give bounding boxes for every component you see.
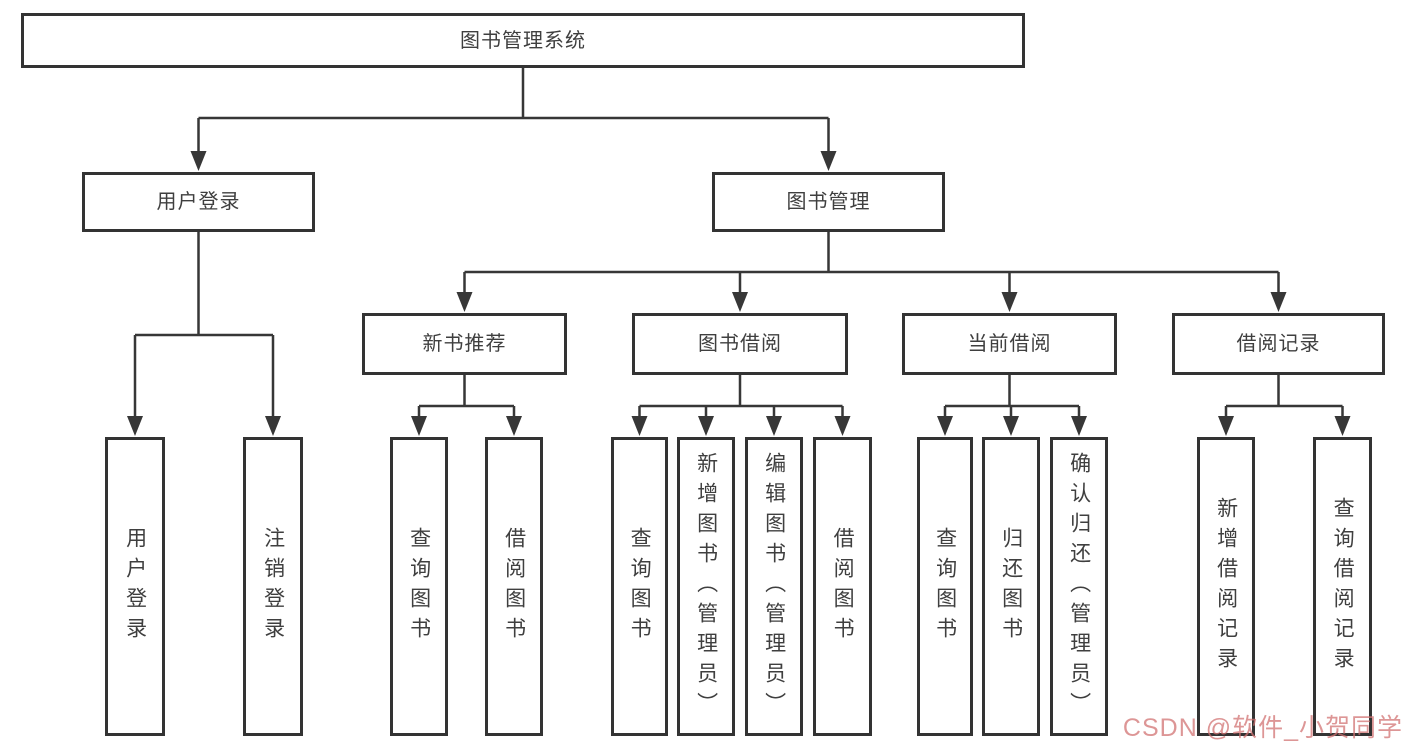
- node-book-borrow: 图书借阅: [632, 313, 848, 375]
- leaf-confirm-return-admin: 确认归还（管理员）: [1050, 437, 1108, 736]
- leaf-edit-books-admin: 编辑图书（管理员）: [745, 437, 803, 736]
- csdn-watermark: CSDN @软件_小贺同学: [1122, 714, 1403, 742]
- node-borrow-records: 借阅记录: [1172, 313, 1385, 375]
- node-book-management: 图书管理: [712, 172, 945, 232]
- leaf-borrow-books-1: 借阅图书: [485, 437, 543, 736]
- leaf-logout: 注销登录: [243, 437, 303, 736]
- leaf-query-borrow-record: 查询借阅记录: [1313, 437, 1372, 736]
- leaf-add-borrow-record: 新增借阅记录: [1197, 437, 1255, 736]
- leaf-borrow-books-2: 借阅图书: [813, 437, 872, 736]
- leaf-query-books-2: 查询图书: [611, 437, 668, 736]
- node-new-book-recommend: 新书推荐: [362, 313, 567, 375]
- leaf-query-books-1: 查询图书: [390, 437, 448, 736]
- leaf-return-books: 归还图书: [982, 437, 1040, 736]
- leaf-user-login: 用户登录: [105, 437, 165, 736]
- node-user-login: 用户登录: [82, 172, 315, 232]
- leaf-query-books-3: 查询图书: [917, 437, 973, 736]
- node-current-borrow: 当前借阅: [902, 313, 1117, 375]
- node-book-management-system: 图书管理系统: [21, 13, 1025, 68]
- leaf-add-books-admin: 新增图书（管理员）: [677, 437, 735, 736]
